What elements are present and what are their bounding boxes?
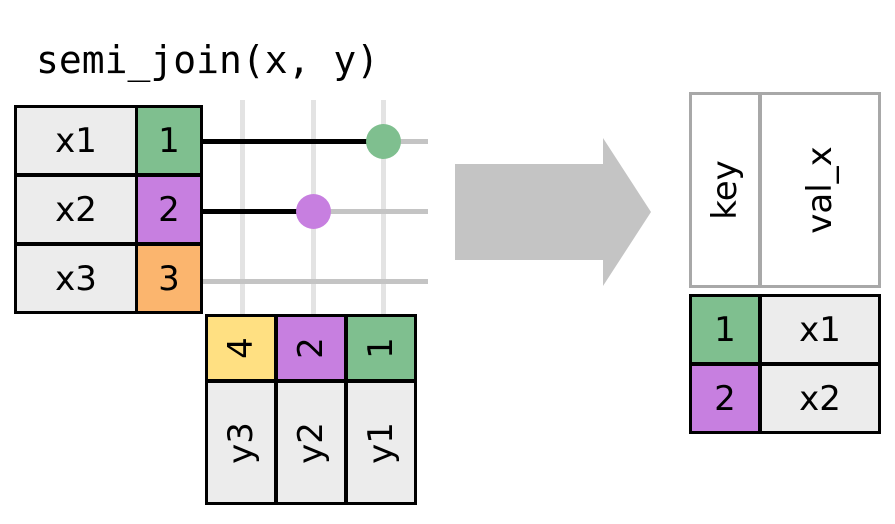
result-header-valx: val_x (759, 92, 881, 288)
match-dot-x1-y1 (366, 124, 401, 159)
match-line-x1-y1 (200, 139, 386, 144)
y-cell-val-0: y3 (205, 380, 277, 505)
x-cell-key-0: 1 (135, 105, 203, 176)
result-cell-key-0: 1 (689, 294, 761, 365)
x-cell-val-2: x3 (14, 243, 138, 314)
match-dot-x2-y2 (296, 194, 331, 229)
y-cell-val-0-text: y3 (220, 421, 261, 464)
y-cell-key-0-text: 4 (220, 337, 261, 359)
transform-arrow-icon (455, 138, 651, 286)
x-cell-key-2: 3 (135, 243, 203, 314)
gridline-row-x3 (200, 279, 428, 284)
gridline-col-y3 (240, 100, 245, 315)
result-header-key-text: key (705, 160, 745, 220)
y-cell-key-2: 1 (345, 314, 417, 382)
y-cell-val-1-text: y2 (290, 421, 331, 464)
y-cell-val-2: y1 (345, 380, 417, 505)
y-cell-key-1: 2 (275, 314, 347, 382)
result-cell-valx-0: x1 (759, 294, 881, 365)
y-cell-key-0: 4 (205, 314, 277, 382)
x-cell-val-1: x2 (14, 174, 138, 245)
y-cell-key-1-text: 2 (290, 337, 331, 359)
x-cell-key-1: 2 (135, 174, 203, 245)
y-cell-val-1: y2 (275, 380, 347, 505)
x-cell-val-0: x1 (14, 105, 138, 176)
result-cell-valx-1: x2 (759, 363, 881, 434)
y-cell-val-2-text: y1 (360, 421, 401, 464)
result-header-key: key (689, 92, 761, 288)
result-cell-key-1: 2 (689, 363, 761, 434)
match-line-x2-y2 (200, 209, 316, 214)
page-title: semi_join(x, y) (36, 38, 380, 82)
gridline-col-y1 (381, 100, 386, 315)
y-cell-key-2-text: 1 (360, 337, 401, 359)
result-header-valx-text: val_x (800, 146, 840, 234)
